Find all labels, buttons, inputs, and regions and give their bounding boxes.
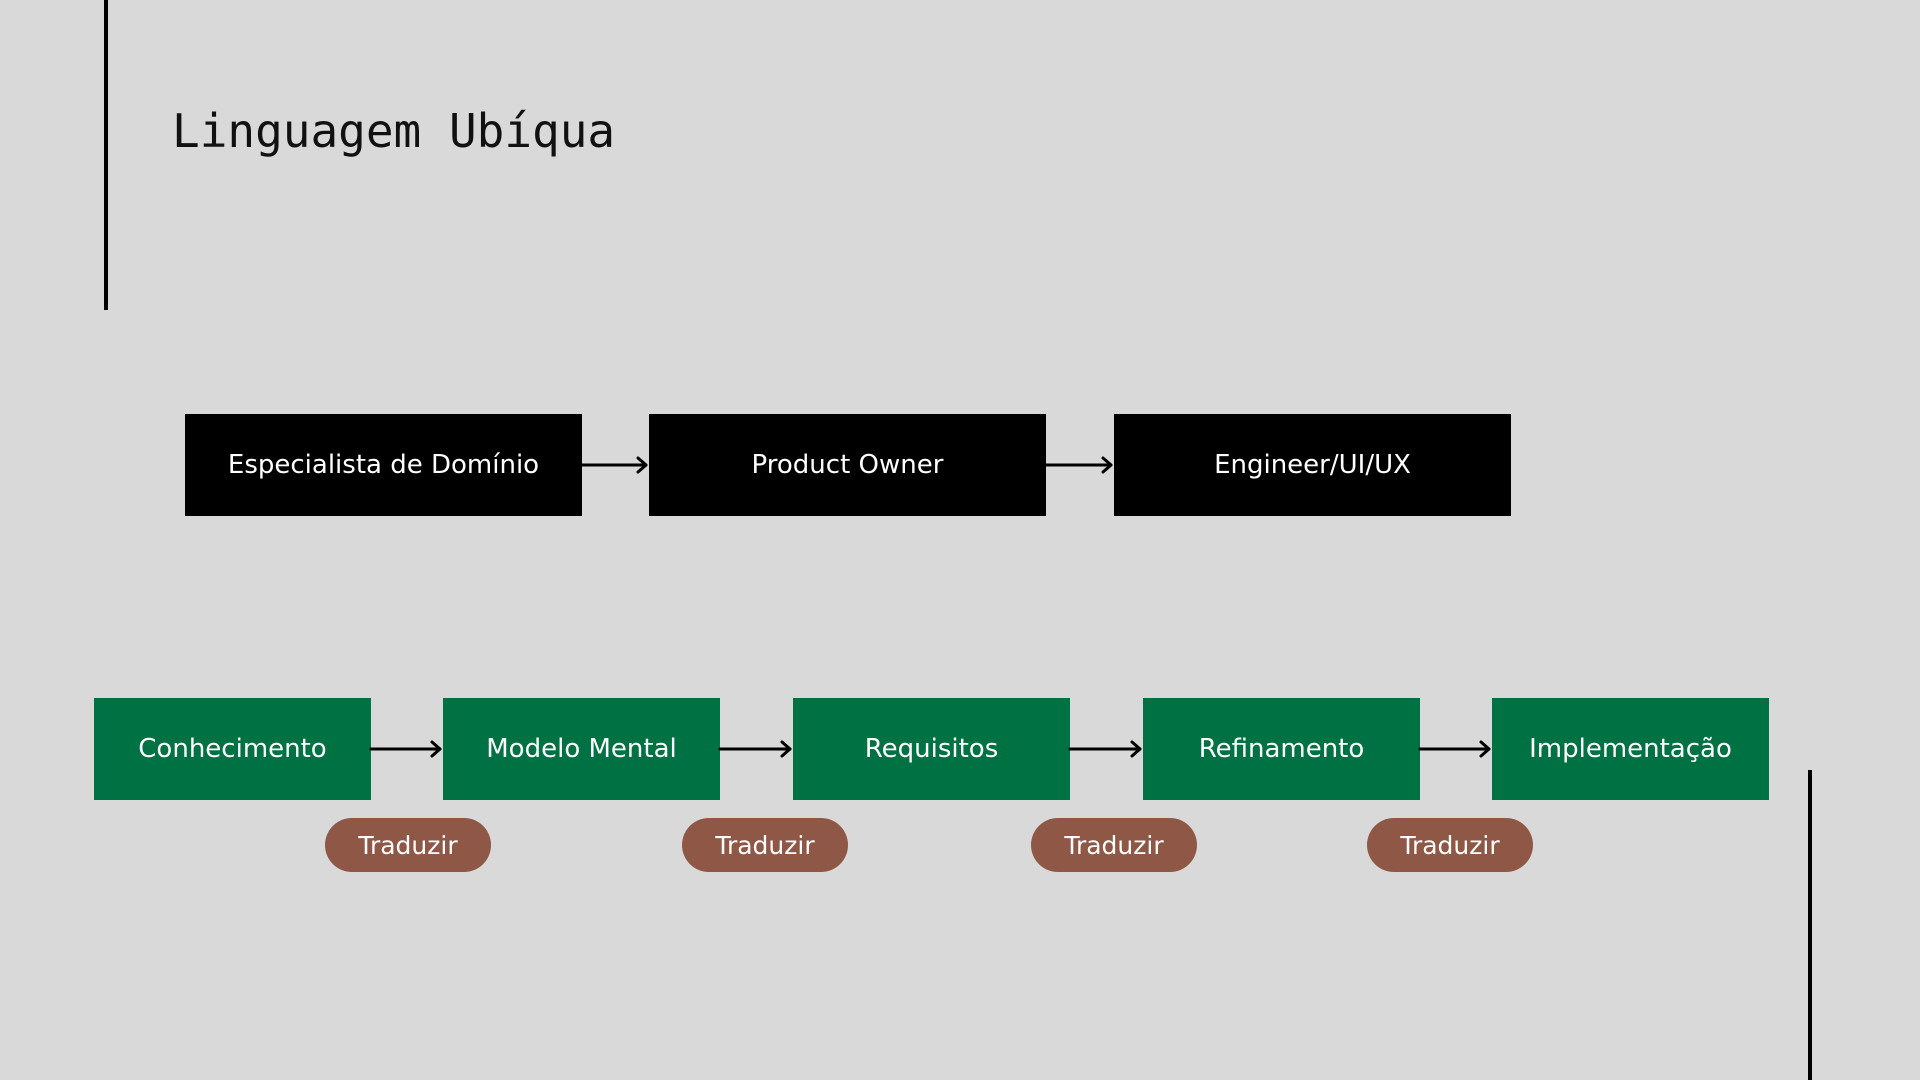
role-box-engineer: Engineer/UI/UX [1114,414,1511,516]
accent-line-top-left [104,0,108,310]
translate-pill-2: Traduzir [682,818,848,872]
translate-pill-1: Traduzir [325,818,491,872]
arrow-stage-4-to-5 [1418,740,1491,758]
arrow-stage-3-to-4 [1068,740,1142,758]
translate-pill-4: Traduzir [1367,818,1533,872]
arrow-role-2-to-3 [1044,456,1113,474]
stage-box-requisitos: Requisitos [793,698,1070,800]
slide-title: Linguagem Ubíqua [172,104,616,158]
role-box-domain-expert: Especialista de Domínio [185,414,582,516]
stage-box-implementacao: Implementação [1492,698,1769,800]
stage-box-refinamento: Refinamento [1143,698,1420,800]
role-box-product-owner: Product Owner [649,414,1046,516]
arrow-stage-2-to-3 [718,740,792,758]
stage-box-modelo-mental: Modelo Mental [443,698,720,800]
accent-line-bottom-right [1808,770,1812,1080]
stage-box-conhecimento: Conhecimento [94,698,371,800]
translate-pill-3: Traduzir [1031,818,1197,872]
arrow-stage-1-to-2 [369,740,442,758]
arrow-role-1-to-2 [580,456,648,474]
